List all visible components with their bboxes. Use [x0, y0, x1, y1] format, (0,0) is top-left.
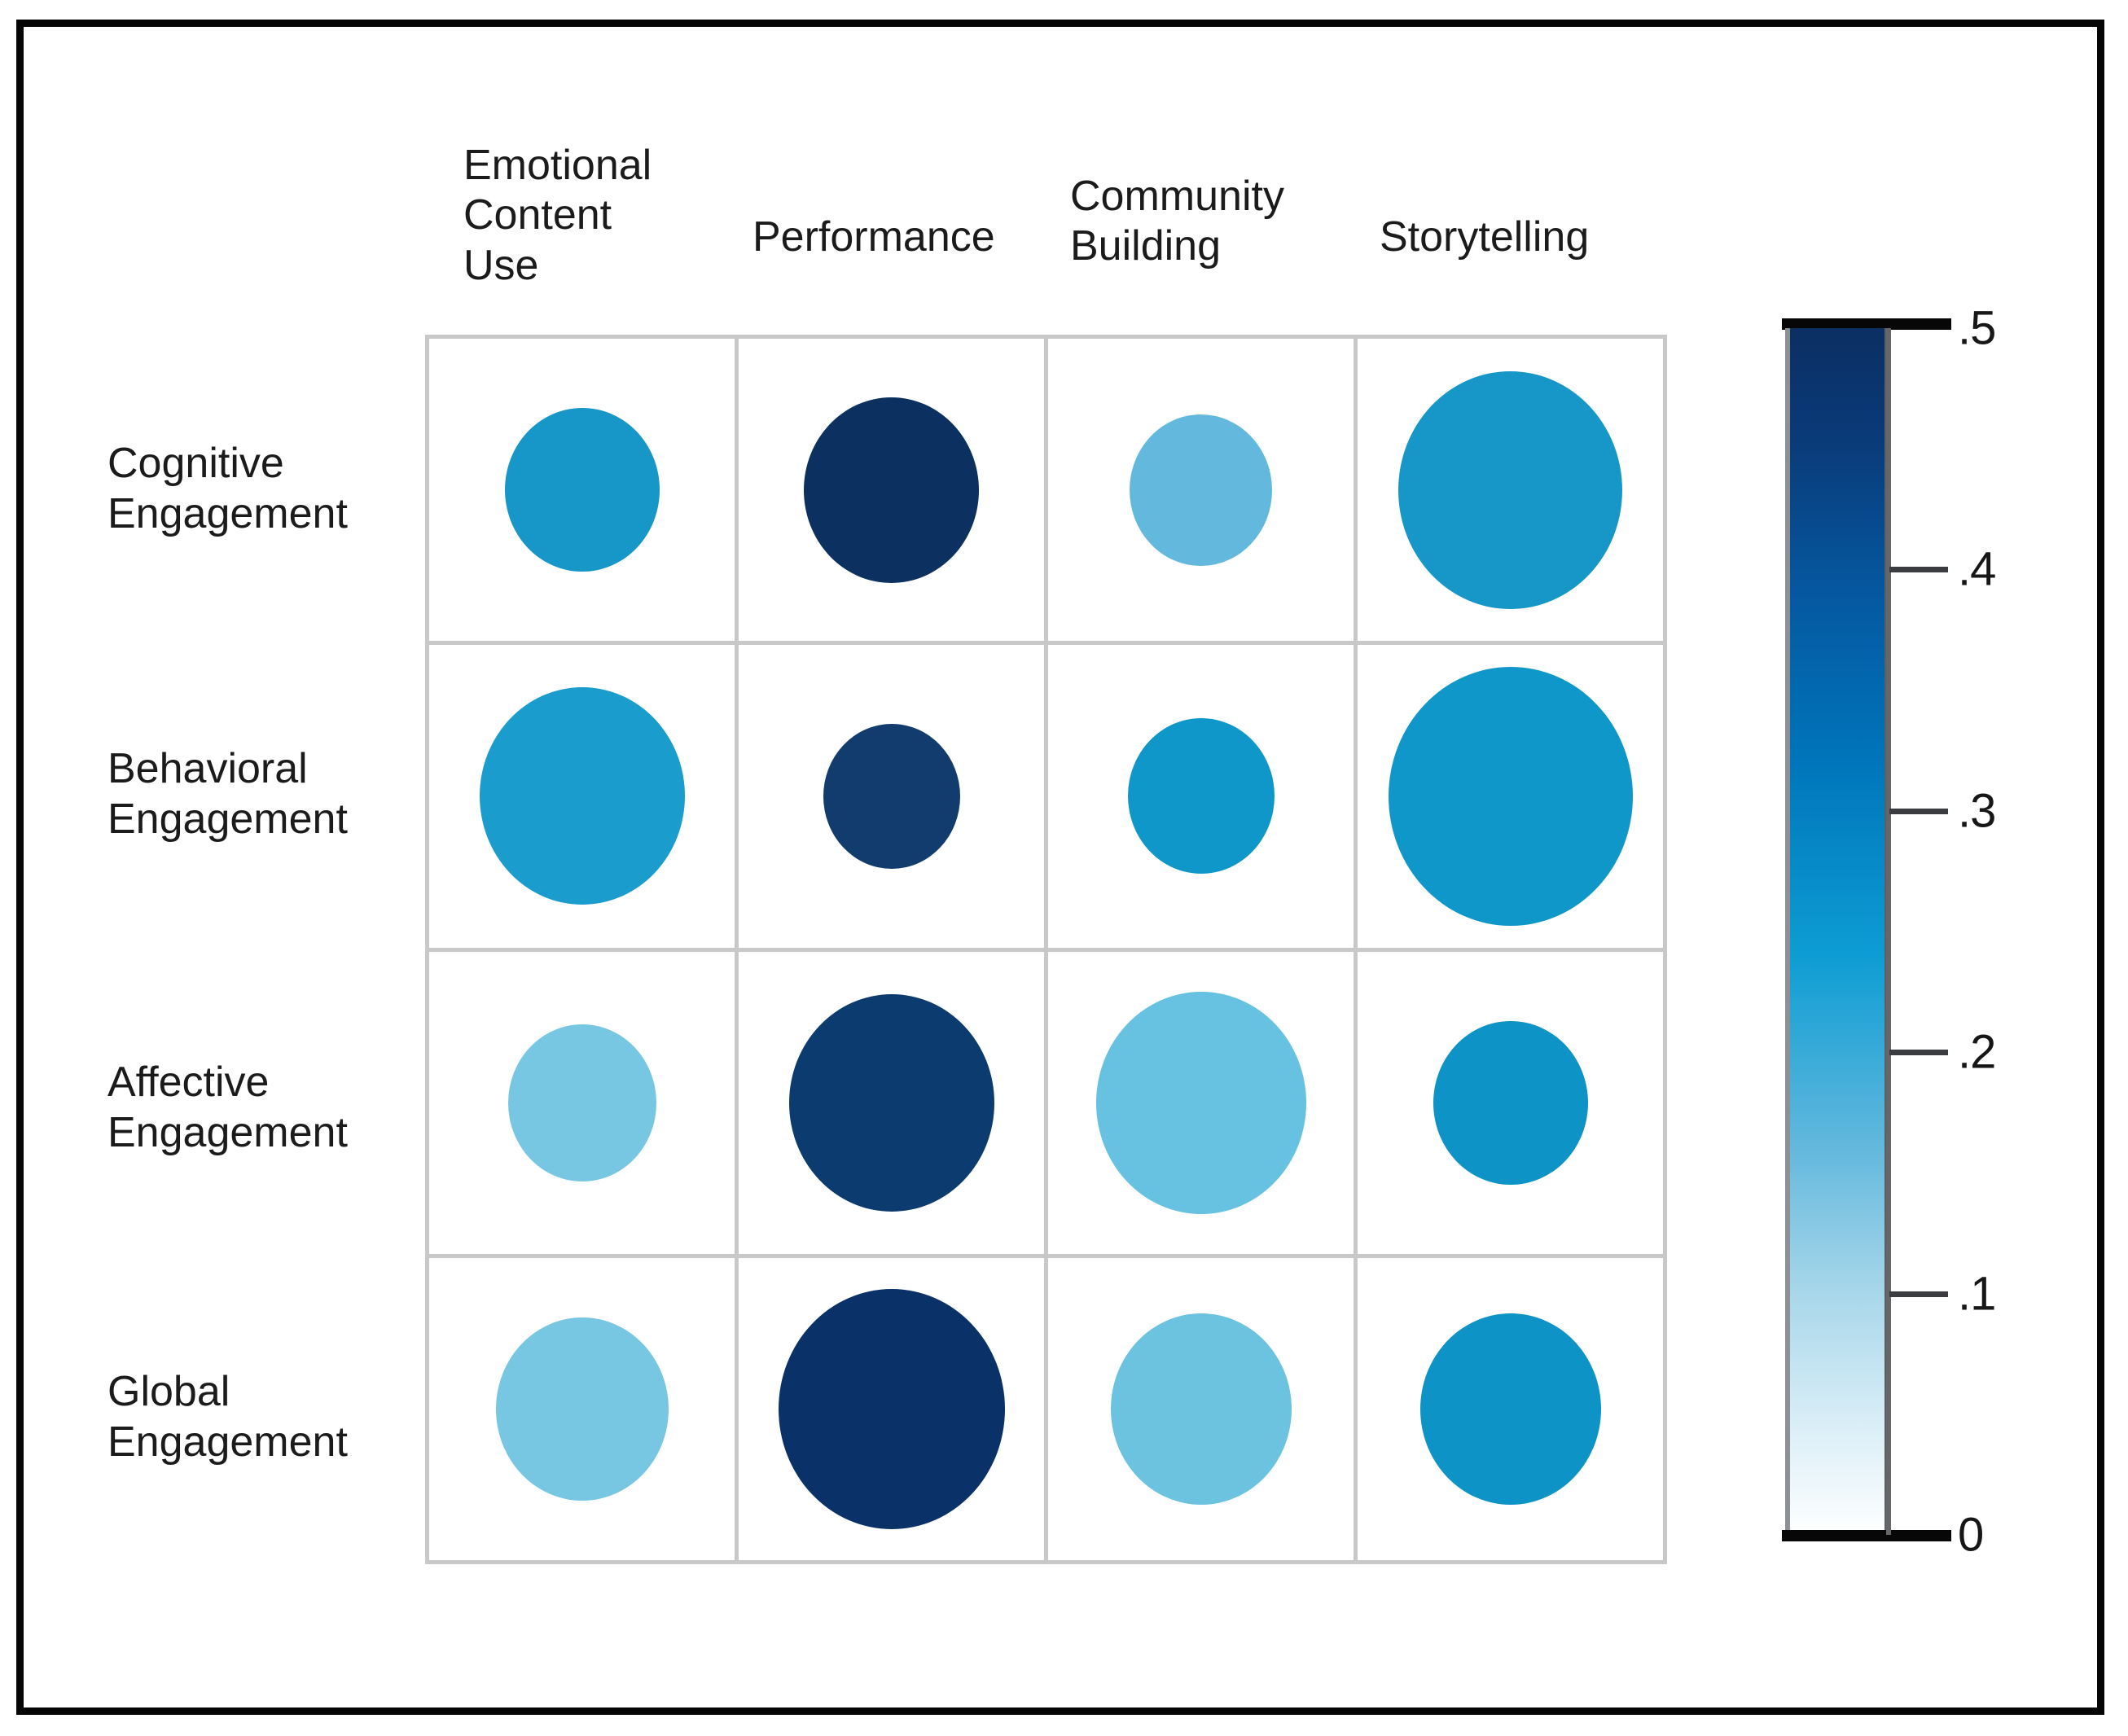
colorbar-tick-mark	[1889, 1050, 1948, 1056]
colorbar-tick-label: .4	[1958, 542, 1996, 596]
bubble-marker	[507, 1024, 656, 1181]
bubble-marker	[1433, 1020, 1588, 1185]
matrix-cell	[1048, 645, 1358, 952]
figure-frame: Emotional Content Use Performance Commun…	[16, 20, 2104, 1715]
colorbar-tick-label: 0	[1958, 1508, 1984, 1562]
column-header-emotional-content-use: Emotional Content Use	[463, 142, 652, 289]
matrix-cell	[1358, 1257, 1667, 1564]
bubble-marker	[804, 397, 979, 583]
bubble-marker	[1127, 718, 1275, 875]
row-label-cognitive-engagement: Cognitive Engagement	[107, 440, 348, 538]
bubble-marker	[788, 993, 994, 1212]
matrix-cell	[429, 645, 739, 952]
colorbar-bottom-cap	[1782, 1530, 1951, 1541]
colorbar-tick-mark	[1889, 808, 1948, 814]
column-header-community-building: Community Building	[1070, 173, 1284, 270]
matrix-cell	[739, 339, 1048, 646]
colorbar-tick-label: .2	[1958, 1025, 1996, 1079]
colorbar-tick-mark	[1889, 567, 1948, 573]
colorbar-tick-label: .5	[1958, 301, 1996, 355]
matrix-cell	[739, 951, 1048, 1258]
matrix-cell	[1358, 645, 1667, 952]
colorbar-tick-label: .3	[1958, 784, 1996, 838]
matrix-cell	[1358, 339, 1667, 646]
bubble-marker	[479, 687, 685, 905]
bubble-marker	[504, 408, 660, 572]
row-label-global-engagement: Global Engagement	[107, 1368, 348, 1466]
matrix-cell	[1048, 1257, 1358, 1564]
bubble-marker	[823, 723, 960, 869]
row-label-affective-engagement: Affective Engagement	[107, 1059, 348, 1157]
matrix-cell	[429, 339, 739, 646]
column-header-performance: Performance	[752, 213, 995, 261]
bubble-marker	[1398, 370, 1622, 609]
matrix-cell	[739, 645, 1048, 952]
colorbar-legend: .5 .4 .3 .2 .1 0	[1782, 302, 2111, 1562]
matrix-cell	[1358, 951, 1667, 1258]
colorbar-gradient	[1785, 328, 1889, 1535]
colorbar-axis-line	[1886, 328, 1891, 1535]
matrix-cell	[429, 1257, 739, 1564]
bubble-marker	[778, 1288, 1005, 1529]
matrix-cell	[1048, 951, 1358, 1258]
bubble-marker	[1419, 1313, 1601, 1505]
bubble-marker	[1130, 414, 1272, 566]
bubble-marker	[495, 1317, 669, 1501]
bubble-matrix-grid	[425, 335, 1667, 1564]
bubble-marker	[1095, 991, 1306, 1214]
colorbar-top-cap	[1782, 318, 1951, 330]
bubble-marker	[1388, 666, 1633, 926]
colorbar-tick-mark	[1889, 1291, 1948, 1297]
row-label-behavioral-engagement: Behavioral Engagement	[107, 745, 348, 844]
column-header-storytelling: Storytelling	[1380, 213, 1590, 261]
bubble-marker	[1110, 1313, 1292, 1505]
matrix-cell	[739, 1257, 1048, 1564]
matrix-cell	[1048, 339, 1358, 646]
matrix-cell	[429, 951, 739, 1258]
colorbar-tick-label: .1	[1958, 1267, 1996, 1321]
